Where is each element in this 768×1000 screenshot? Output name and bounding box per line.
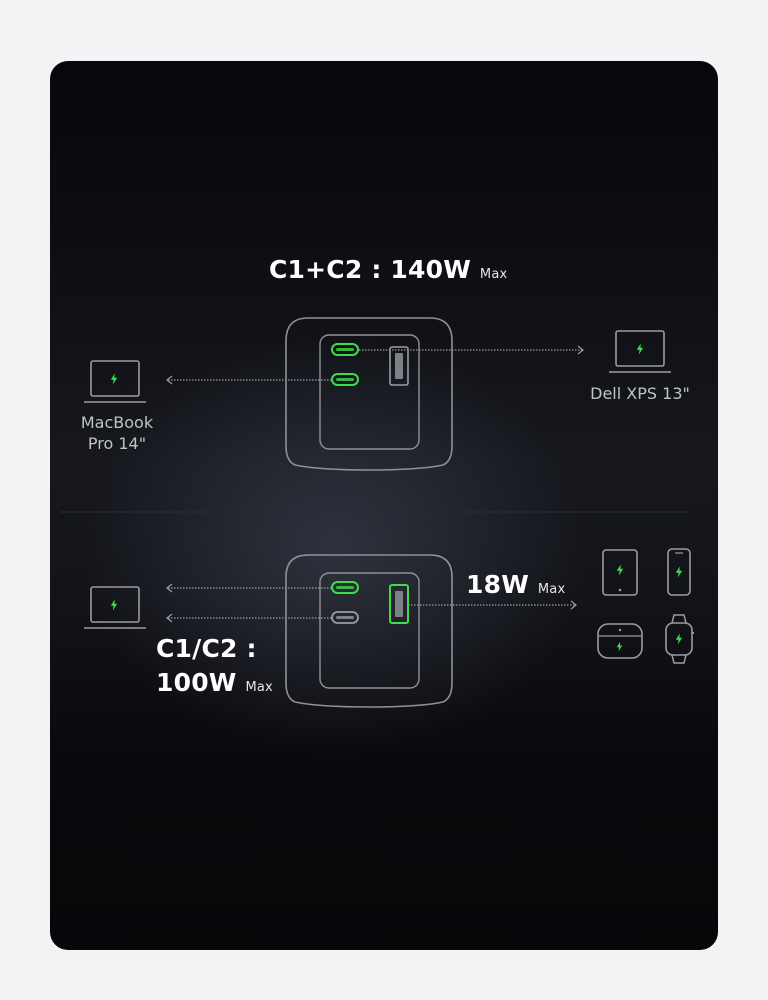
- laptop-icon: [84, 586, 146, 629]
- product-card: C1+C2 : 140W Max MacBook Pro 14" Dell XP…: [50, 61, 718, 950]
- device-label-line: MacBook: [80, 413, 154, 432]
- charger-icon: [285, 317, 453, 471]
- label-100w-text: 100W: [156, 668, 237, 697]
- headline-140w: C1+C2 : 140W Max: [269, 255, 507, 284]
- connector-line: [166, 583, 332, 593]
- connector-line: [166, 613, 332, 623]
- smartwatch-icon: [665, 614, 694, 664]
- label-c1-c2: C1/C2 :: [156, 634, 257, 663]
- connector-line: [408, 600, 577, 610]
- usb-c-port-icon: [331, 373, 359, 386]
- phone-icon: [667, 548, 691, 596]
- max-label: Max: [479, 267, 508, 282]
- max-label: Max: [245, 680, 273, 695]
- connector-line: [359, 345, 584, 355]
- charger-icon: [285, 554, 453, 708]
- usb-a-port-icon: [389, 346, 409, 386]
- tablet-icon: [602, 549, 638, 596]
- label-18w: 18W Max: [466, 570, 565, 599]
- connector-line: [166, 375, 332, 385]
- usb-c-port-icon: [331, 581, 359, 594]
- laptop-icon: [84, 360, 146, 403]
- earbuds-case-icon: [597, 623, 643, 659]
- label-100w: 100W Max: [156, 668, 273, 697]
- charging-diagram: [60, 317, 694, 708]
- label-18w-text: 18W: [466, 570, 529, 599]
- headline-text: C1+C2 : 140W: [269, 255, 471, 284]
- laptop-icon: [609, 330, 671, 373]
- max-label: Max: [537, 582, 566, 597]
- usb-c-port-icon: [331, 343, 359, 356]
- usb-a-port-icon: [389, 584, 409, 624]
- usb-c-port-icon: [331, 611, 359, 624]
- device-label-macbook: MacBook Pro 14": [72, 412, 162, 454]
- device-label-dell: Dell XPS 13": [590, 384, 690, 403]
- device-label-line: Pro 14": [87, 434, 147, 453]
